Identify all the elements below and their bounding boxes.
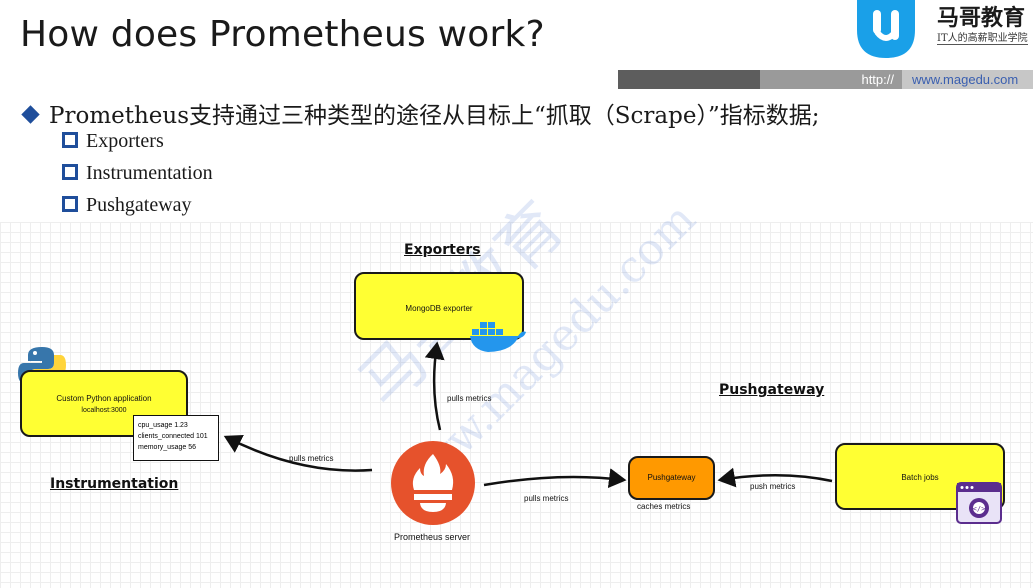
edge-label-pulls-gateway: pulls metrics [524,494,569,503]
prometheus-server-label: Prometheus server [394,532,471,542]
section-pushgateway: Pushgateway [719,382,825,398]
edge-label-pulls-app: pulls metrics [289,454,334,463]
docker-icon [470,316,526,359]
code-gear-icon: </> [956,482,1002,529]
metrics-panel: cpu_usage 1.23 clients_connected 101 mem… [133,415,219,461]
node-mongodb-exporter[interactable]: MongoDB exporter [354,272,524,340]
node-pushgateway[interactable]: Pushgateway [628,456,715,500]
square-bullet-icon [62,164,78,180]
edge-label-push: push metrics [750,482,796,491]
square-bullet-icon [62,132,78,148]
page-title: How does Prometheus work? [20,14,545,55]
prometheus-logo-icon [390,440,476,531]
arrow-to-python-app [223,434,373,472]
edge-label-caches: caches metrics [637,502,691,511]
sub-bullet: Instrumentation [62,162,213,185]
arrow-to-pushgateway [483,468,627,489]
sub-bullet-text: Pushgateway [86,194,192,216]
sub-bullet: Pushgateway [62,194,192,217]
square-bullet-icon [62,196,78,212]
main-bullet-text: Prometheus支持通过三种类型的途径从目标上“抓取（Scrape）”指标数… [49,103,820,129]
brand-name: 马哥教育 [937,6,1026,31]
sub-bullet: Exporters [62,130,164,153]
node-label: Pushgateway [647,473,696,482]
node-host: localhost:3000 [81,407,127,414]
metric-line: memory_usage 56 [138,444,196,451]
url-link[interactable]: www.magedu.com [902,70,1033,89]
node-label: Batch jobs [901,473,939,482]
sub-bullet-text: Instrumentation [86,162,213,184]
sub-bullet-text: Exporters [86,130,164,152]
section-instrumentation: Instrumentation [50,476,179,492]
arrow-to-pushgateway-from-batch [717,467,833,488]
metric-line: cpu_usage 1.23 [138,422,188,429]
metric-line: clients_connected 101 [138,433,208,440]
brand-tagline: IT人的高薪职业学院 [937,29,1028,45]
header-bar-dark [618,70,760,89]
main-bullet: Prometheus支持通过三种类型的途径从目标上“抓取（Scrape）”指标数… [21,96,820,130]
section-exporters: Exporters [404,242,481,258]
arrow-to-exporter [424,341,445,431]
node-label: MongoDB exporter [405,304,473,313]
node-label: Custom Python application [56,394,152,403]
svg-text:</>: </> [973,505,986,513]
edge-label-pulls-exporter: pulls metrics [447,394,492,403]
url-prefix: http:// [760,70,902,89]
brand-logo-icon [851,0,921,58]
